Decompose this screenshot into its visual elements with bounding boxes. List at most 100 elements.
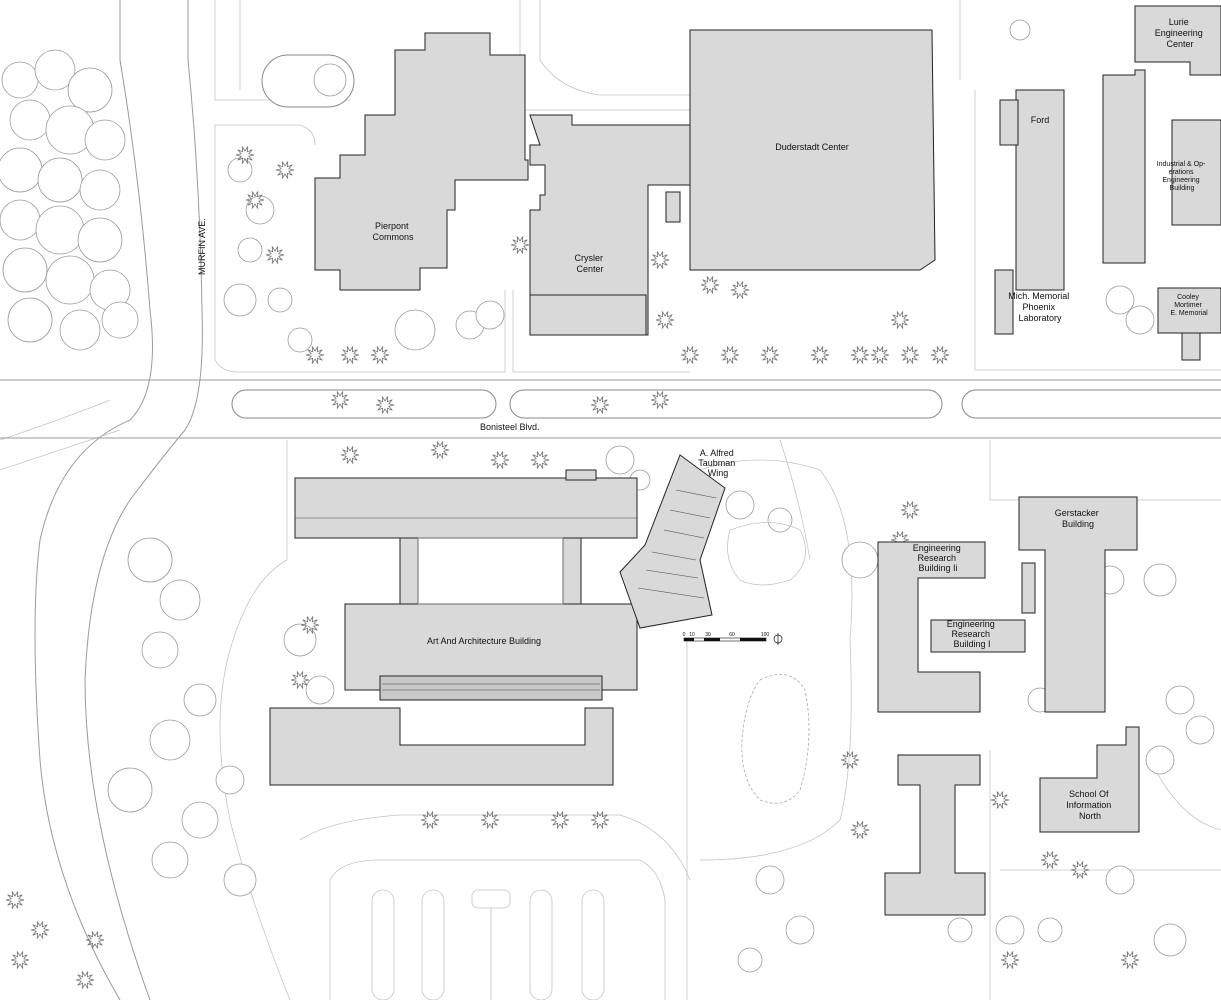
tree: [1105, 285, 1135, 315]
building-taubman-wing: [619, 454, 726, 629]
tree: [67, 67, 113, 113]
tree: [183, 683, 217, 717]
tree: [237, 237, 263, 263]
tree: [1143, 563, 1177, 597]
tree: [283, 623, 317, 657]
shrub: [235, 146, 255, 164]
building-erb-2: [877, 541, 986, 713]
shrub: [245, 191, 265, 209]
pond-upper-outline: [727, 522, 807, 586]
tree: [45, 255, 95, 305]
shrub: [760, 346, 780, 364]
tree: [1105, 865, 1135, 895]
label-ford: Ford: [1031, 115, 1050, 125]
shrub: [265, 246, 285, 264]
scale-tick-0: 0: [683, 632, 686, 638]
label-phoenix: Mich. Memorial Phoenix Laboratory: [1008, 291, 1072, 323]
buildings: [269, 5, 1221, 916]
shrub: [1000, 951, 1020, 969]
tree: [313, 63, 347, 97]
tree: [0, 147, 43, 193]
shrub: [655, 311, 675, 329]
tree: [1125, 305, 1155, 335]
shrub: [850, 346, 870, 364]
label-erb-2: Engineering Research Building Ii: [913, 543, 964, 573]
shrub: [510, 236, 530, 254]
tree: [159, 579, 201, 621]
tree: [947, 917, 973, 943]
tree: [223, 283, 257, 317]
building-labels: Lurie Engineering Center Ford Duderstadt…: [372, 17, 1208, 821]
scale-tick-30: 30: [705, 632, 711, 638]
shrub: [700, 276, 720, 294]
tree: [605, 445, 635, 475]
building-cooley: [1157, 287, 1221, 334]
shrub: [1040, 851, 1060, 869]
shrub: [1120, 951, 1140, 969]
shrub: [900, 501, 920, 519]
tree: [7, 297, 53, 343]
tree: [34, 49, 76, 91]
shrubs: [5, 146, 1140, 989]
tree: [77, 217, 123, 263]
shrub: [840, 751, 860, 769]
building-pierpont-commons: [314, 32, 529, 291]
street-labels: MURFIN AVE. Bonisteel Blvd.: [197, 218, 540, 432]
tree: [737, 947, 763, 973]
shrub: [650, 251, 670, 269]
shrub: [85, 931, 105, 949]
tree: [181, 801, 219, 839]
label-crysler: Crysler Center: [574, 253, 605, 274]
tree: [84, 119, 126, 161]
building-south-tower: [884, 754, 986, 916]
shrub: [890, 311, 910, 329]
label-gerstacker: Gerstacker Building: [1055, 508, 1102, 529]
tree: [305, 675, 335, 705]
scale-bar: 0 10 30 60 100: [683, 632, 783, 645]
tree: [1153, 923, 1187, 957]
building-gerstacker: [1018, 496, 1138, 713]
tree: [995, 915, 1025, 945]
building-art-architecture-south: [269, 707, 614, 786]
shrub: [305, 346, 325, 364]
shrub: [480, 811, 500, 829]
label-pierpont: Pierpont Commons: [372, 221, 414, 242]
tree: [227, 157, 253, 183]
shrub: [530, 451, 550, 469]
tree: [1, 61, 39, 99]
shrub: [430, 441, 450, 459]
shrub: [340, 346, 360, 364]
scale-tick-60: 60: [729, 632, 735, 638]
label-taubman: A. Alfred Taubman Wing: [698, 448, 738, 478]
tree: [267, 287, 293, 313]
shrub: [30, 921, 50, 939]
tree: [725, 490, 755, 520]
building-ioe: [1102, 69, 1146, 264]
tree: [141, 631, 179, 669]
tree: [223, 863, 257, 897]
tree: [37, 157, 83, 203]
tree: [2, 247, 48, 293]
building-si-north: [1039, 726, 1140, 833]
shrub: [330, 391, 350, 409]
tree: [1037, 917, 1063, 943]
tree: [35, 205, 85, 255]
tree: [1185, 715, 1215, 745]
shrub: [75, 971, 95, 989]
tree: [841, 541, 879, 579]
label-ioe: Industrial & Op- erations Engineering Bu…: [1157, 161, 1208, 192]
tree: [1165, 685, 1195, 715]
label-cooley: Cooley Mortimer E. Memorial: [1170, 294, 1208, 317]
building-duderstadt-center: [689, 29, 936, 271]
shrub: [900, 346, 920, 364]
building-erb-1: [930, 619, 1026, 653]
shrub: [375, 396, 395, 414]
label-lurie: Lurie Engineering Center: [1155, 17, 1206, 49]
label-si-north: School Of Information North: [1066, 789, 1114, 821]
shrub: [850, 821, 870, 839]
building-lurie: [1134, 5, 1221, 76]
tree: [785, 915, 815, 945]
label-duderstadt: Duderstadt Center: [775, 142, 849, 152]
shrub: [680, 346, 700, 364]
